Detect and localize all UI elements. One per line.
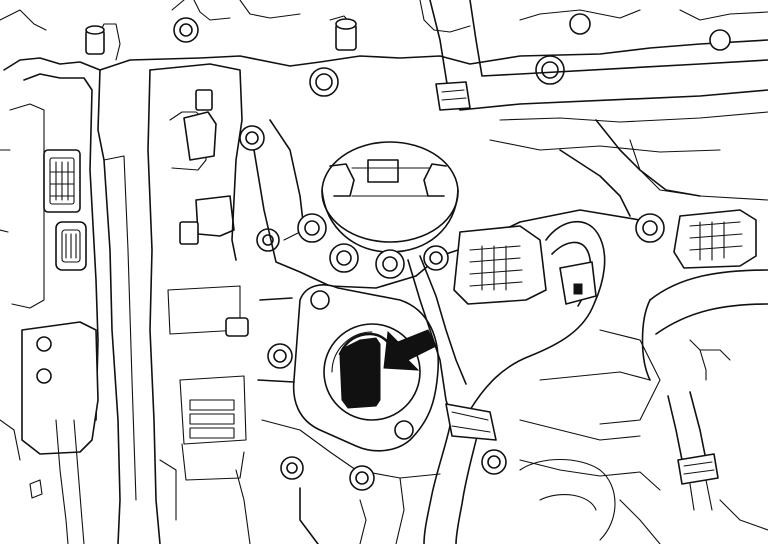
port-flange — [292, 284, 440, 452]
top-casting-edge — [0, 0, 768, 71]
cap-bolts — [297, 213, 449, 279]
left-bracket — [21, 321, 99, 544]
oil-filler-cap — [321, 141, 459, 253]
top-hose-clamp — [435, 81, 471, 111]
connector-lower — [55, 221, 87, 271]
upper-right-bracket — [429, 0, 768, 201]
valve-bolts — [239, 125, 304, 480]
lower-center-casting — [235, 297, 441, 544]
right-rails — [519, 119, 731, 491]
connector-upper — [43, 149, 81, 213]
lower-hose — [423, 403, 507, 544]
sensor-harness — [407, 220, 606, 421]
left-harness-assembly — [0, 57, 137, 544]
right-connector — [673, 209, 757, 269]
bottom-left-detail — [0, 419, 43, 499]
top-bolts — [85, 13, 731, 97]
valve-body — [147, 63, 249, 544]
bottom-right-casting — [519, 458, 768, 544]
right-bolt — [635, 213, 665, 243]
right-pipe — [641, 269, 768, 511]
